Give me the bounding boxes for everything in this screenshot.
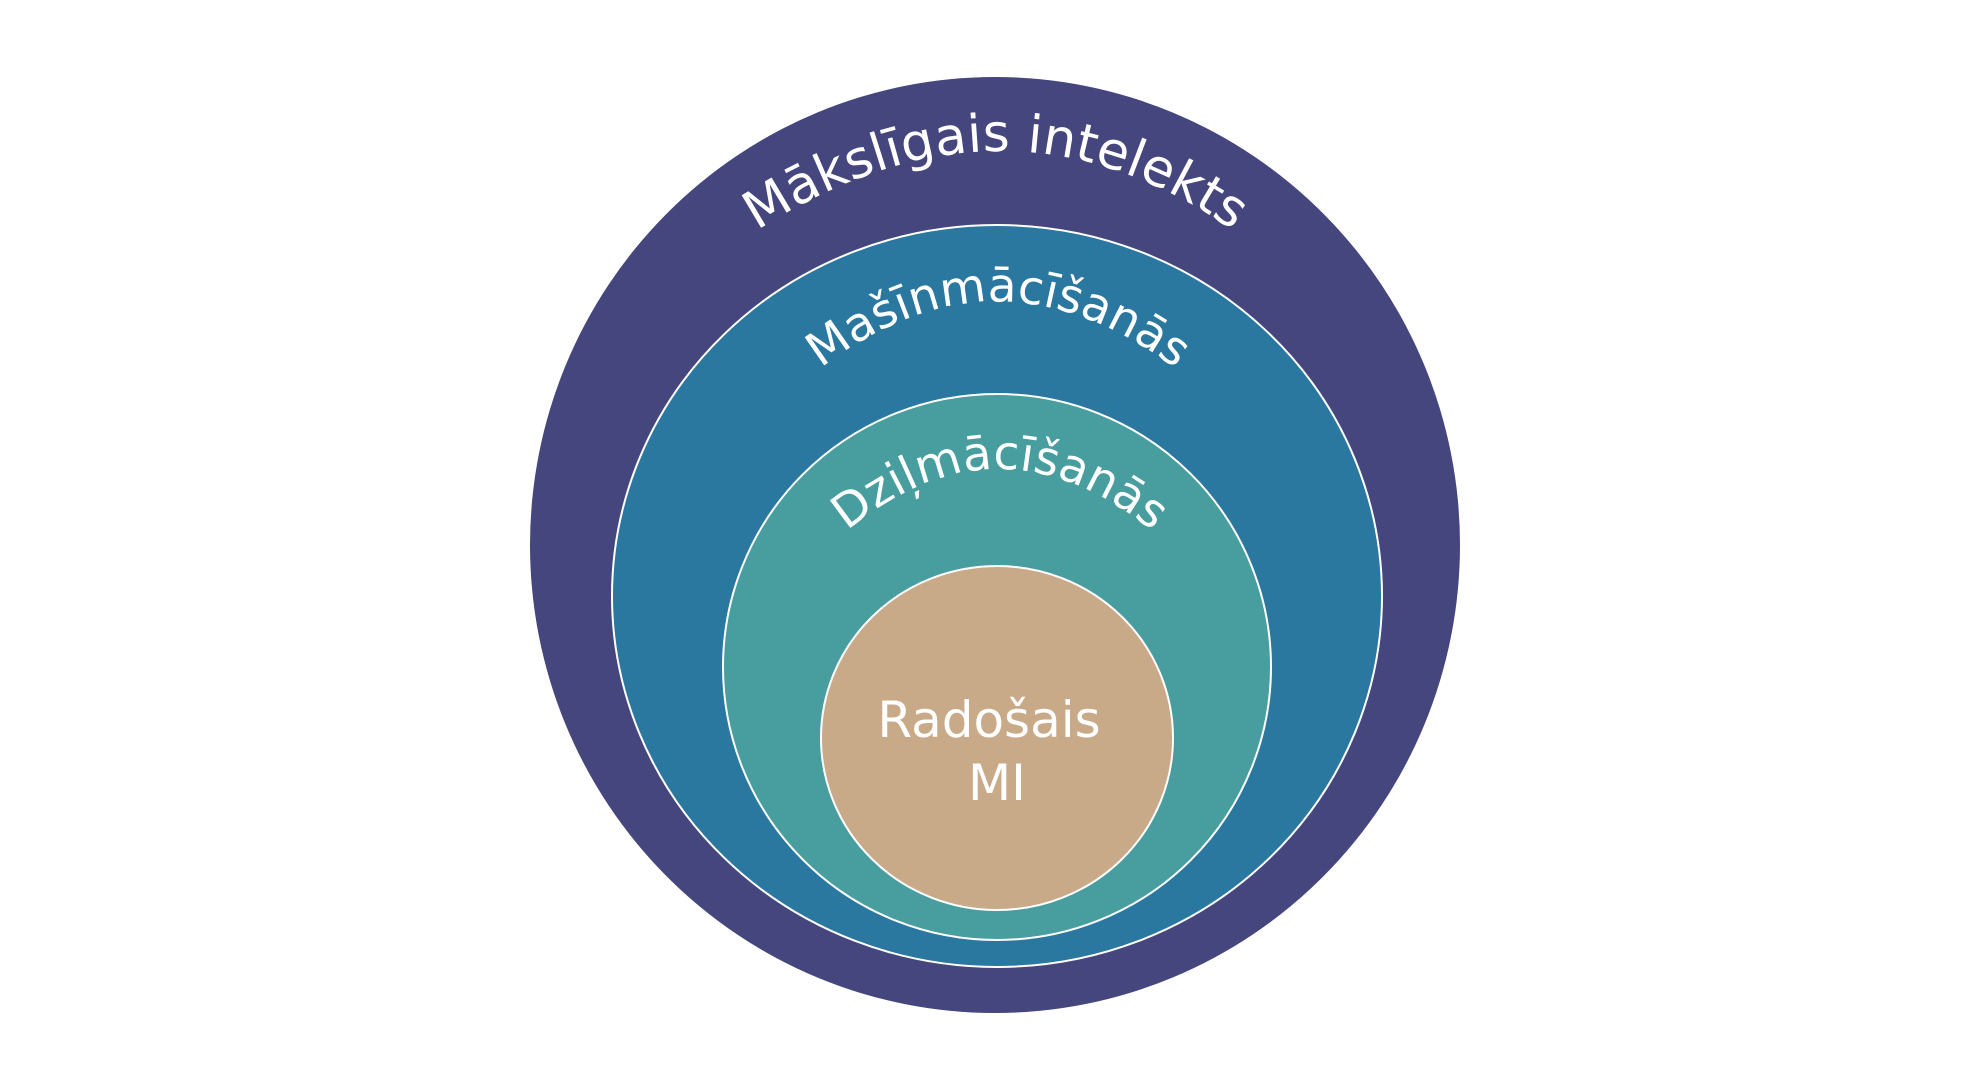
ring-genai — [820, 565, 1174, 911]
ring-label-genai: Radošais MI — [877, 691, 1116, 812]
ring-label-genai-line1: Radošais — [877, 691, 1100, 749]
ring-label-genai-line2: MI — [968, 754, 1026, 812]
